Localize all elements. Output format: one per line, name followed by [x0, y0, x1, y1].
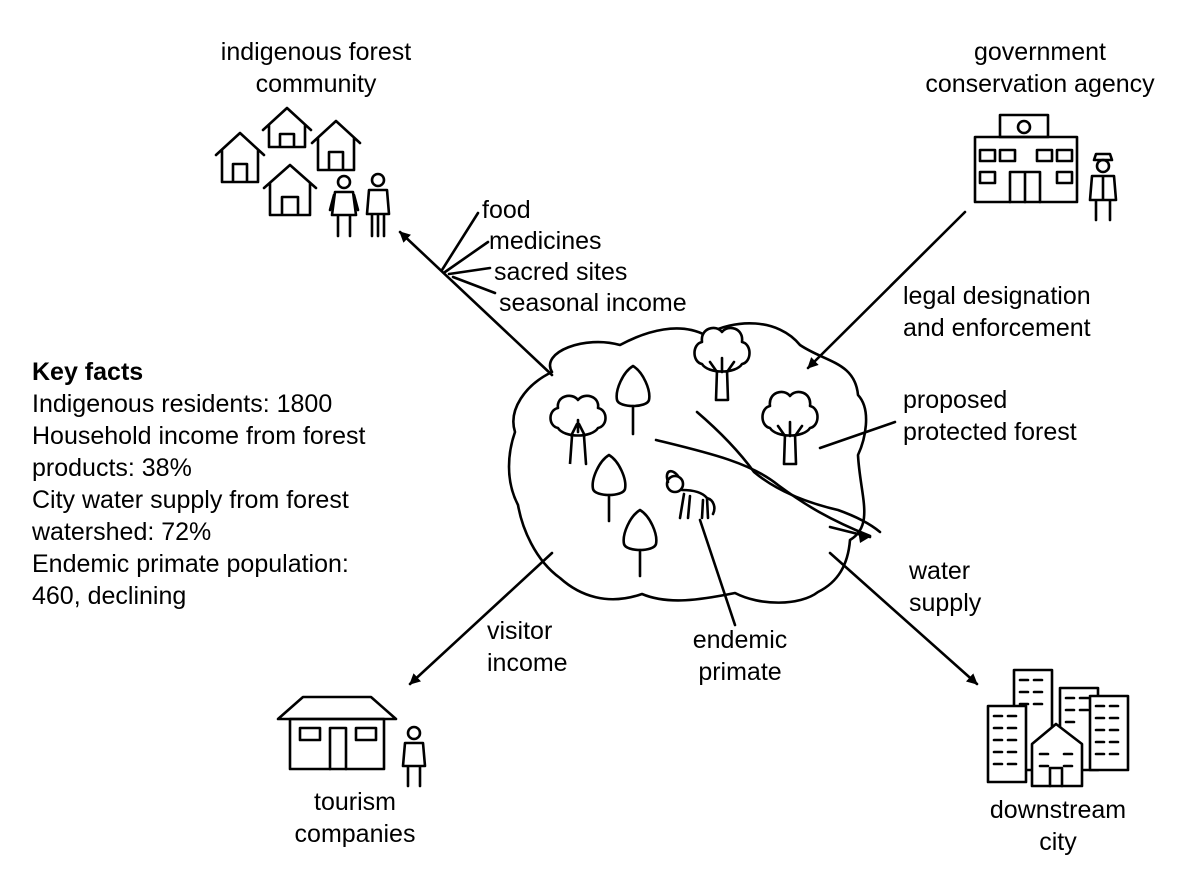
flow-label-fan-lines: [440, 211, 497, 295]
arrow-to-city: [828, 551, 979, 686]
key-fact-line: City water supply from forest: [32, 486, 349, 514]
tourist-person-icon: [401, 725, 427, 788]
officer-icon: [1088, 152, 1118, 222]
conifer-tree-icon: [615, 364, 651, 436]
tourism-building-icon: [276, 695, 398, 771]
primate-icon: [665, 469, 716, 520]
key-fact-line: 460, declining: [32, 582, 187, 610]
agency-name: government conservation agency: [925, 38, 1155, 98]
key-fact-line: watershed: 72%: [32, 518, 212, 546]
arrow-to-community: [398, 230, 554, 377]
city-name: downstream city: [989, 796, 1127, 856]
arrow-from-agency: [806, 210, 967, 370]
key-fact-line: Indigenous residents: 1800: [32, 390, 333, 418]
government-building-icon: [973, 113, 1079, 204]
key-facts-panel: Key facts Indigenous residents: 1800 Hou…: [32, 356, 365, 612]
key-fact-line: products: 38%: [32, 454, 192, 482]
flow-visitor-income: visitor income: [487, 617, 568, 677]
river: [654, 410, 882, 543]
arrow-to-tourism: [408, 551, 554, 686]
deciduous-tree-icon: [693, 326, 751, 402]
flow-water-supply: water supply: [909, 557, 982, 617]
key-fact-line: Endemic primate population:: [32, 550, 349, 578]
flow-sacred-sites: sacred sites: [494, 258, 628, 286]
city-buildings-icon: [986, 668, 1130, 788]
primate-label: endemic primate: [692, 626, 788, 686]
community-people-icon: [328, 172, 391, 238]
flow-food: food: [482, 196, 531, 224]
deciduous-tree-icon: [549, 394, 607, 466]
conifer-tree-icon: [622, 508, 658, 578]
flow-seasonal-income: seasonal income: [499, 289, 687, 317]
community-houses-icon: [214, 106, 362, 217]
protected-forest-label: proposed protected forest: [903, 386, 1077, 446]
flow-medicines: medicines: [489, 227, 602, 255]
key-facts-title: Key facts: [32, 358, 144, 386]
primate-label-leader: [698, 518, 737, 627]
tourism-name: tourism companies: [294, 788, 416, 848]
forest-label-leader: [818, 420, 897, 450]
conifer-tree-icon: [591, 453, 627, 523]
flow-legal-designation: legal designation and enforcement: [903, 282, 1091, 342]
community-name: indigenous forest community: [220, 38, 412, 98]
key-fact-line: Household income from forest: [32, 422, 366, 450]
deciduous-tree-icon: [761, 390, 819, 466]
